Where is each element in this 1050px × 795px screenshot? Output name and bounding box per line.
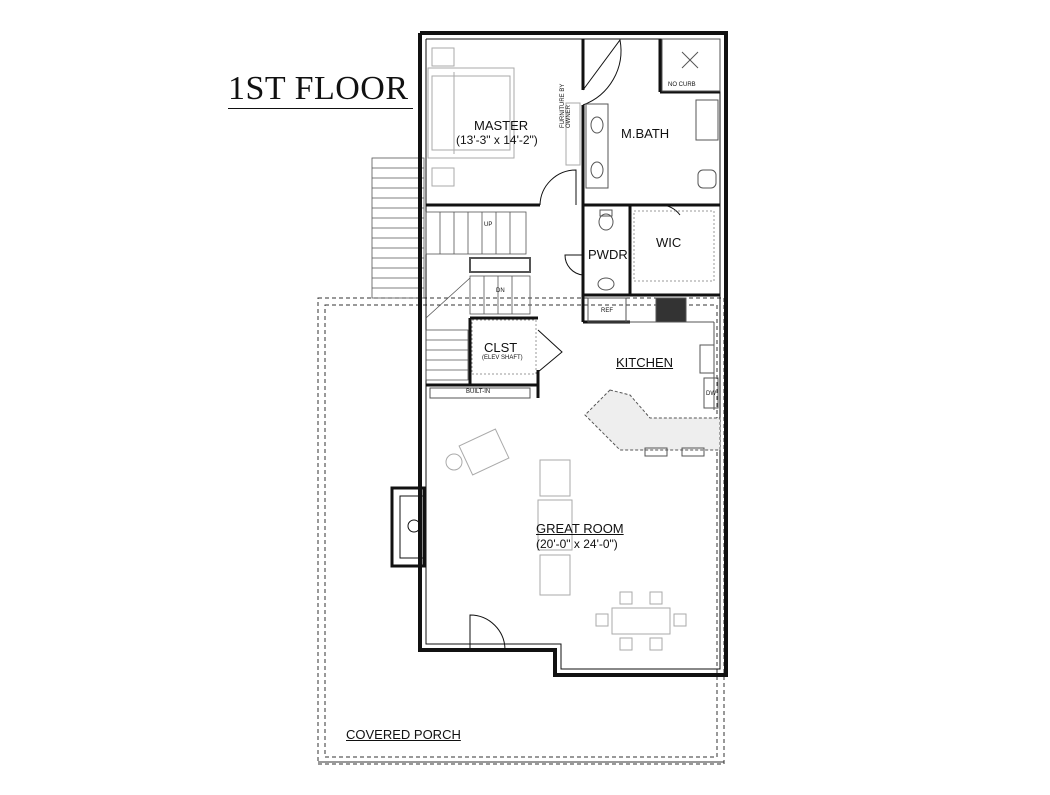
dresser — [565, 102, 581, 166]
note-dw: DW — [706, 391, 716, 397]
room-note-elev-shaft: (ELEV SHAFT) — [482, 355, 523, 361]
room-dims-great-room: (20'-0" x 24'-0") — [536, 537, 618, 551]
exterior-stairs — [371, 157, 425, 299]
room-label-master: MASTER — [474, 118, 529, 133]
room-label-kitchen: KITCHEN — [616, 355, 674, 370]
room-label-pwdr: PWDR — [588, 247, 628, 262]
note-stair-dn: DN — [496, 288, 505, 294]
note-no-curb: NO CURB — [668, 82, 696, 88]
interior-stairs — [425, 211, 531, 381]
note-stair-up: UP — [484, 222, 493, 228]
note-built-in: BUILT-IN — [466, 389, 491, 395]
exterior-walls — [418, 31, 728, 677]
built-in — [429, 387, 531, 399]
floor-title: 1ST FLOOR — [228, 70, 409, 107]
note-furniture-by-owner: FURNITURE BY OWNER — [560, 83, 572, 128]
master-bed — [427, 47, 515, 187]
door-swings — [469, 38, 681, 651]
elev-shaft — [471, 319, 537, 375]
kitchen-cabinets — [584, 297, 721, 457]
wic-shelves — [633, 210, 715, 282]
bath-fixtures — [585, 38, 721, 291]
living-furniture — [445, 428, 687, 651]
room-label-wic: WIC — [656, 235, 682, 250]
room-dims-master: (13'-3" x 14'-2") — [456, 133, 538, 147]
fireplace — [390, 486, 426, 568]
interior-walls — [426, 39, 720, 398]
title-underline — [228, 108, 413, 109]
note-ref: REF — [601, 308, 613, 314]
room-label-covered-porch: COVERED PORCH — [346, 727, 461, 742]
room-label-clst: CLST — [484, 340, 518, 355]
room-label-mbath: M.BATH — [621, 126, 670, 141]
room-label-great-room: GREAT ROOM — [536, 521, 624, 536]
